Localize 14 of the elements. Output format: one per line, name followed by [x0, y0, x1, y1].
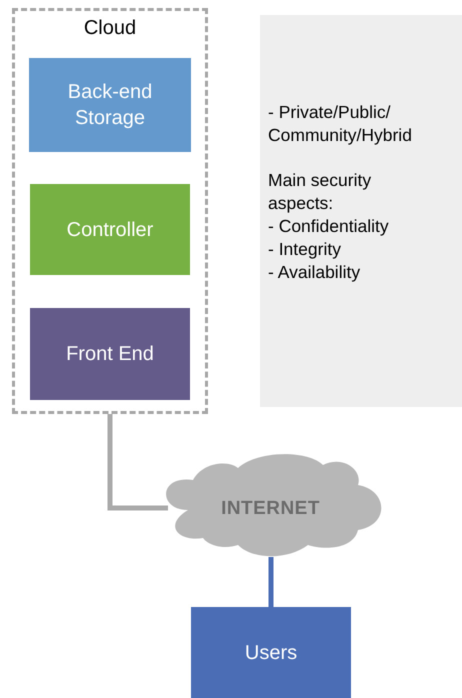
note-text: - Availability [268, 261, 362, 284]
component-box: Front End [30, 308, 190, 400]
cloud-group-box [12, 8, 208, 414]
connector-line [268, 557, 274, 607]
component-box: Controller [30, 184, 190, 275]
group-title: Cloud [82, 16, 138, 41]
note-text: - Integrity [268, 238, 342, 261]
component-box: Users [191, 607, 351, 698]
component-box: Back-end Storage [29, 58, 191, 152]
cloud-label: INTERNET [221, 496, 320, 521]
note-text: - Confidentiality [268, 215, 390, 238]
note-text: Main security aspects: [268, 169, 372, 215]
connector-line [108, 414, 168, 510]
note-text: - Private/Public/ Community/Hybrid [268, 101, 413, 147]
